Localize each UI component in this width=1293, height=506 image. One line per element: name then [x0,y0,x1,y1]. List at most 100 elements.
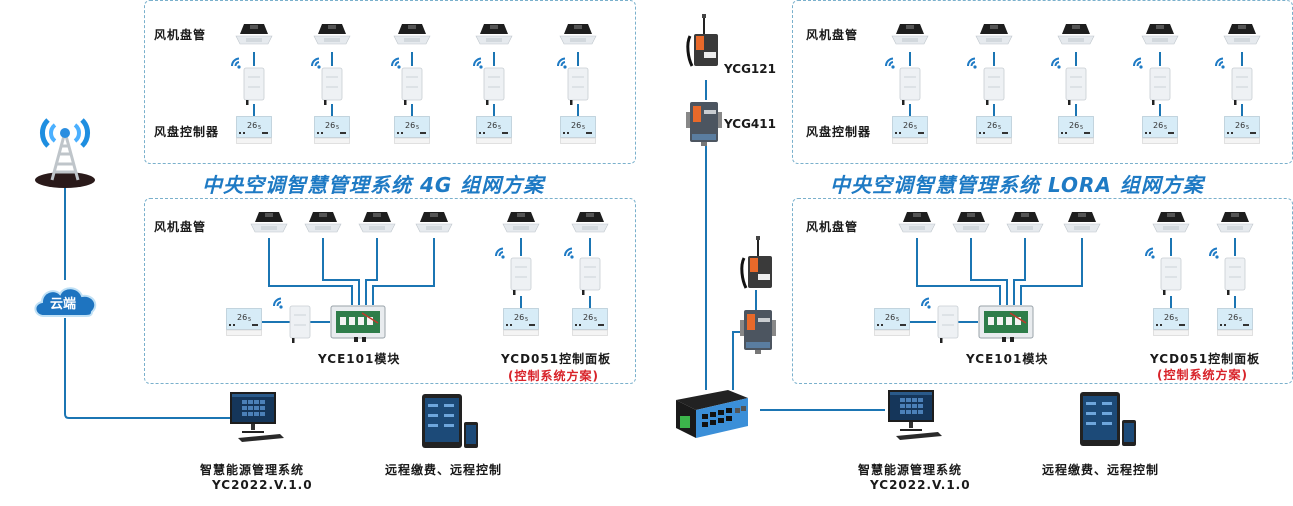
thermostat-icon [572,308,608,336]
thermostat-icon [1058,116,1094,144]
thermostat-icon [1142,116,1178,144]
row-label-controller: 风盘控制器 [806,125,872,139]
thermostat-icon [892,116,928,144]
wifi-icon [1208,246,1222,260]
fan-coil-icon [1056,22,1096,48]
valve-controller-icon [982,66,1006,106]
tablet-phone-icon [420,394,484,450]
fan-coil-icon [357,210,397,236]
thermostat-icon [236,116,272,144]
fan-coil-icon [890,22,930,48]
thermostat-icon [560,116,596,144]
left-network-title: 中央空调智慧管理系统 4G 组网方案 [202,173,545,197]
ycg411-gateway-icon [684,100,724,146]
valve-controller-icon [1148,66,1172,106]
thermostat-icon [976,116,1012,144]
panel-subcaption: (控制系统方案) [508,369,599,383]
module-caption: YCE101模块 [966,352,1049,366]
fan-coil-icon [974,22,1014,48]
valve-controller-icon [1159,256,1183,296]
desktop-pc-icon [226,392,286,448]
valve-controller-icon [578,256,602,296]
thermostat-icon [1153,308,1189,336]
module-caption: YCE101模块 [318,352,401,366]
thermostat-icon [1217,308,1253,336]
valve-controller-icon [1230,66,1254,106]
left-top-panel [144,0,636,164]
wifi-icon [920,296,934,310]
cloud-icon [34,287,97,317]
fan-coil-icon [1222,22,1262,48]
mobile-caption: 远程缴费、远程控制 [1042,463,1160,477]
gateway-bottom-label: YCG411 [724,117,776,131]
wifi-icon [884,56,898,70]
wifi-icon [1050,56,1064,70]
valve-controller-icon [509,256,533,296]
fan-coil-icon [249,210,289,236]
wifi-icon [563,246,577,260]
fan-coil-icon [234,22,274,48]
left-bottom-panel [144,198,636,384]
fan-coil-icon [1005,210,1045,236]
fan-coil-icon [303,210,343,236]
valve-controller-icon [242,66,266,106]
mobile-caption: 远程缴费、远程控制 [385,463,503,477]
valve-controller-icon [1064,66,1088,106]
valve-controller-icon [898,66,922,106]
row-label-controller: 风盘控制器 [154,125,220,139]
fan-coil-icon [1215,210,1255,236]
row-label-fan: 风机盘管 [154,28,207,42]
fan-coil-icon [1140,22,1180,48]
thermostat-icon [874,308,910,336]
right-network-title: 中央空调智慧管理系统 LORA 组网方案 [830,173,1204,197]
thermostat-icon [476,116,512,144]
wifi-icon [1144,246,1158,260]
row-label-fan: 风机盘管 [806,220,859,234]
wifi-icon [966,56,980,70]
lora-4g-gateway-icon [738,236,778,296]
wifi-icon [494,246,508,260]
valve-controller-icon [566,66,590,106]
fan-coil-icon [570,210,610,236]
valve-controller-icon [482,66,506,106]
fan-coil-icon [951,210,991,236]
valve-controller-icon [320,66,344,106]
row-label-fan: 风机盘管 [154,220,207,234]
gateway-top-label: YCG121 [724,62,776,76]
cloud-label: 云端 [50,297,77,312]
thermostat-icon [503,308,539,336]
valve-controller-icon [400,66,424,106]
fan-coil-icon [414,210,454,236]
yce101-module-icon [978,305,1034,343]
wifi-icon [1132,56,1146,70]
valve-controller-icon [288,304,312,344]
row-label-fan: 风机盘管 [806,28,859,42]
panel-caption: YCD051控制面板 [1150,352,1261,366]
fan-coil-icon [1151,210,1191,236]
network-switch-icon [672,386,752,442]
yce101-module-icon [330,305,386,343]
fan-coil-icon [897,210,937,236]
fan-coil-icon [392,22,432,48]
valve-controller-icon [1223,256,1247,296]
thermostat-icon [314,116,350,144]
wifi-icon [1214,56,1228,70]
thermostat-icon [226,308,262,336]
fan-coil-icon [501,210,541,236]
cell-tower-icon [30,110,100,190]
pc-version: YC2022.V.1.0 [870,478,971,492]
fan-coil-icon [312,22,352,48]
pc-caption: 智慧能源管理系统 [858,463,963,477]
tablet-phone-icon [1078,392,1142,448]
pc-version: YC2022.V.1.0 [212,478,313,492]
fan-coil-icon [474,22,514,48]
pc-caption: 智慧能源管理系统 [200,463,305,477]
valve-controller-icon [936,304,960,344]
panel-subcaption: (控制系统方案) [1157,368,1248,382]
wifi-icon [272,296,286,310]
ycg121-gateway-icon [684,14,724,74]
panel-caption: YCD051控制面板 [501,352,612,366]
thermostat-icon [1224,116,1260,144]
desktop-pc-icon [884,390,944,446]
cloud-node: 云端 [30,282,102,320]
